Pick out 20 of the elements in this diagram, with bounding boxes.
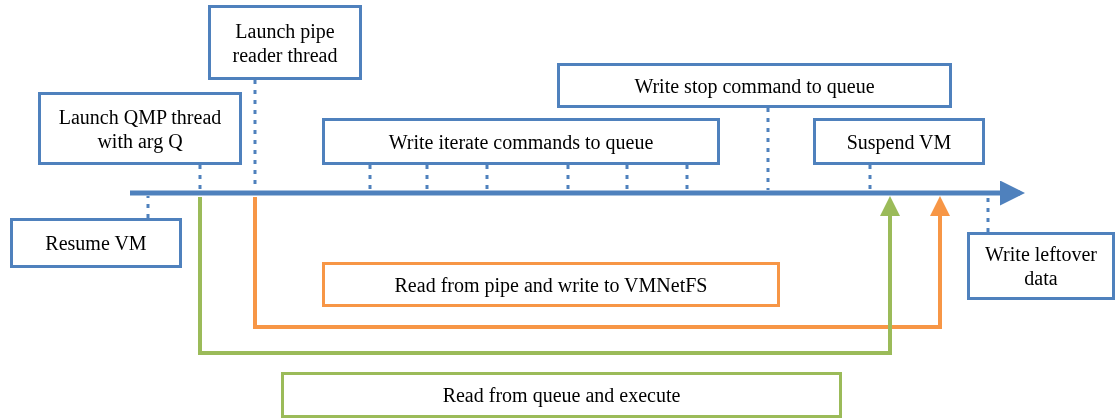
process-box: Write leftover data (967, 232, 1115, 300)
leader-line (425, 165, 429, 190)
process-box: Suspend VM (813, 118, 985, 165)
leader-line (986, 196, 990, 232)
process-box: Launch QMP thread with arg Q (38, 92, 242, 165)
process-box: Resume VM (10, 218, 182, 268)
process-box: Read from pipe and write to VMNetFS (322, 262, 780, 307)
process-box: Write iterate commands to queue (322, 118, 720, 165)
leader-line (485, 165, 489, 190)
leader-line (766, 108, 770, 190)
process-box: Read from queue and execute (281, 372, 842, 418)
leader-line (146, 196, 150, 218)
leader-line (685, 165, 689, 190)
process-box: Write stop command to queue (557, 63, 952, 108)
leader-line (368, 165, 372, 190)
process-box: Launch pipe reader thread (208, 5, 362, 80)
leader-line (198, 165, 202, 190)
leader-line (625, 165, 629, 190)
leader-line (566, 165, 570, 190)
leader-line (868, 165, 872, 190)
